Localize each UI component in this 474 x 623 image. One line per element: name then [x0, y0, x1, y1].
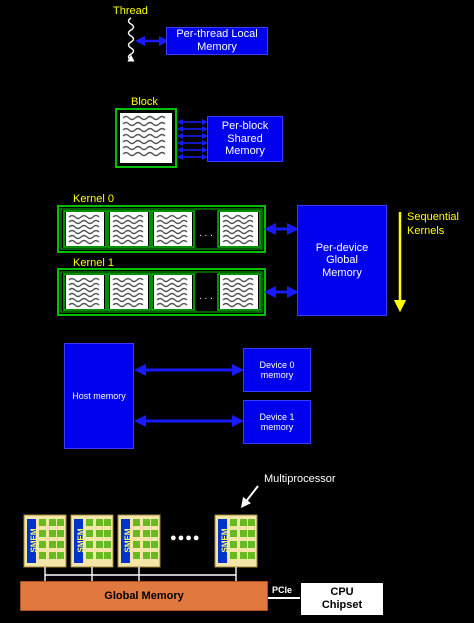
cpu-chipset-box: CPU Chipset [301, 583, 383, 615]
sequential-kernels-label: Sequential Kernels [407, 211, 459, 237]
global-memory-bar: Global Memory [20, 581, 268, 611]
kernel1-blocks [63, 273, 261, 311]
multiprocessor-pointer [240, 485, 259, 508]
smem-label-4: SMEM [220, 528, 230, 553]
block-label: Block [131, 96, 158, 108]
local-memory-box: Per-thread Local Memory [166, 27, 268, 55]
smem-label-1: SMEM [29, 528, 39, 553]
smem-label-2: SMEM [76, 528, 86, 553]
host-memory-box: Host memory [64, 343, 134, 449]
shared-memory-box: Per-block Shared Memory [207, 116, 283, 162]
device1-memory-box: Device 1 memory [243, 400, 311, 444]
kernel0-ellipsis: . . . [199, 228, 213, 239]
multiprocessor-ellipsis: ●●●● [170, 532, 201, 544]
thread-label: Thread [113, 5, 148, 17]
kernel0-blocks [63, 210, 261, 248]
block-threads [122, 115, 166, 157]
kernel1-label: Kernel 1 [73, 257, 114, 269]
multiprocessor-label: Multiprocessor [264, 473, 336, 485]
global-memory-box: Per-device Global Memory [297, 205, 387, 316]
block-memory-arrows [177, 119, 208, 160]
thread-squiggle [127, 17, 135, 62]
kernel0-label: Kernel 0 [73, 193, 114, 205]
device0-memory-box: Device 0 memory [243, 348, 311, 392]
bus-lines [44, 567, 237, 581]
block-outline [115, 108, 177, 168]
kernel1-ellipsis: . . . [199, 291, 213, 302]
pcie-label: PCIe [272, 585, 293, 595]
smem-label-3: SMEM [123, 528, 133, 553]
